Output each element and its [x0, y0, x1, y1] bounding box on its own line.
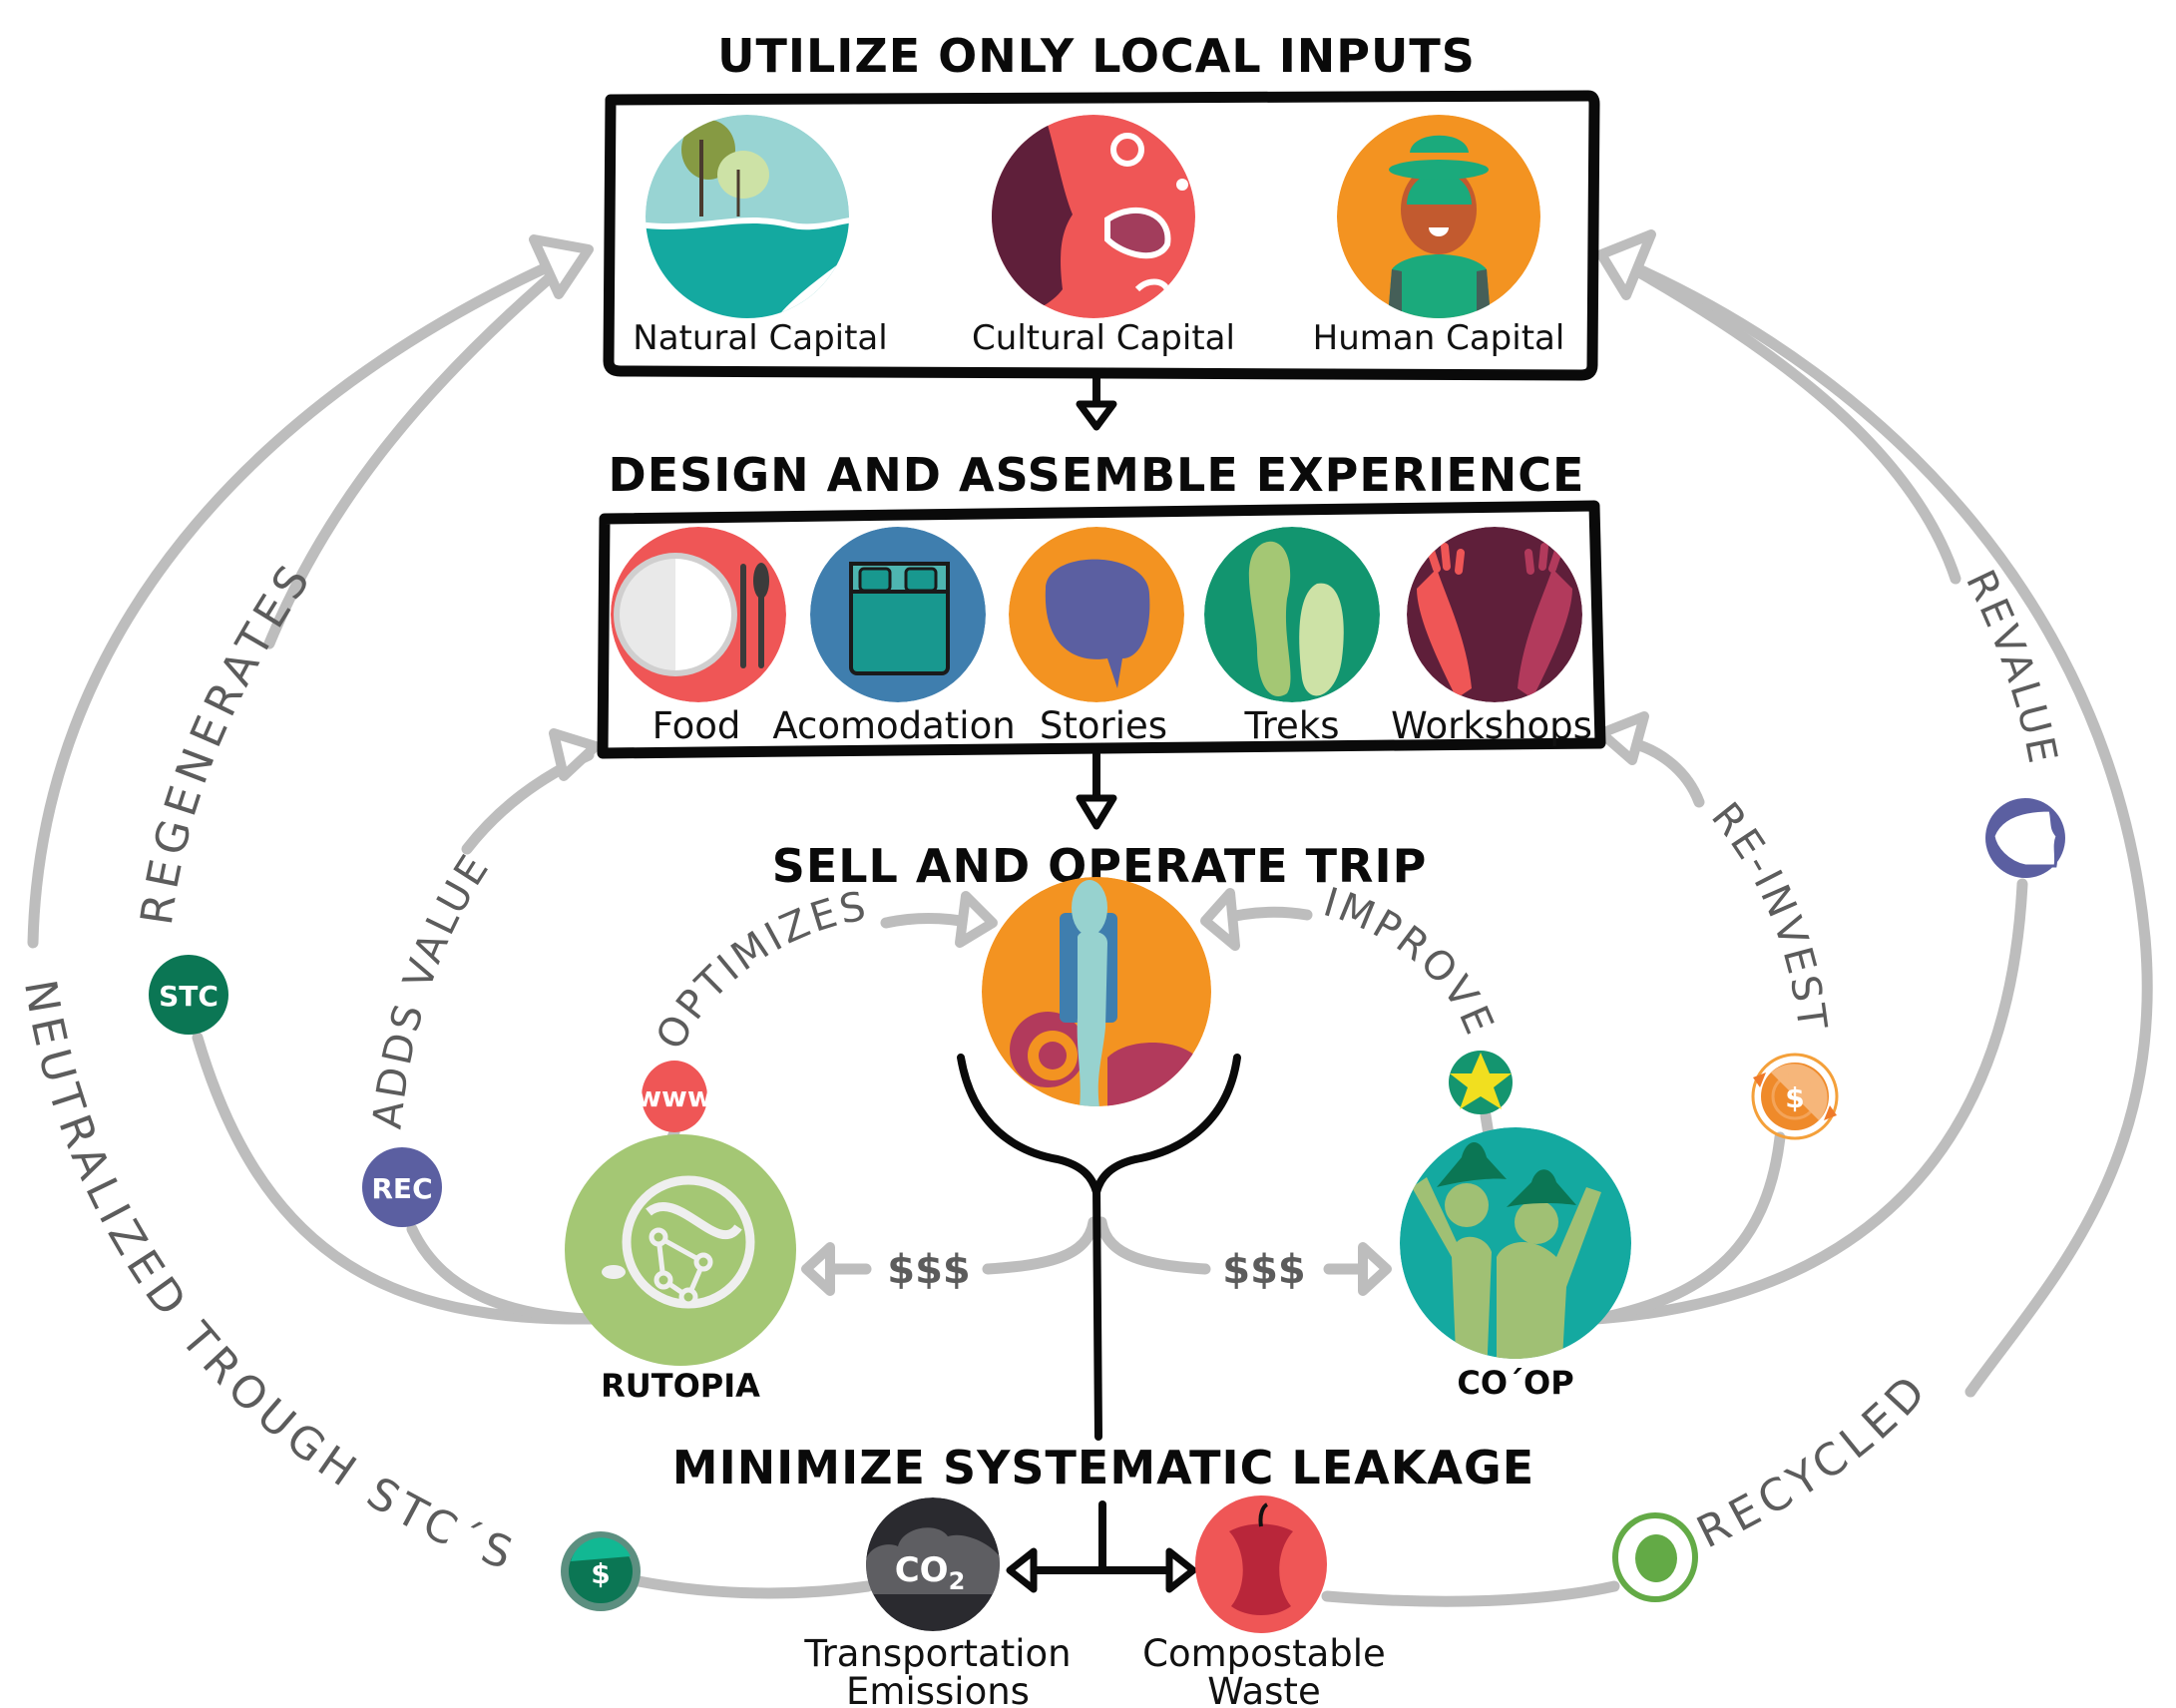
- label-revalue: REVALUE: [1957, 563, 2065, 769]
- label-food: Food: [653, 704, 741, 747]
- arc-revalue-inner: [1610, 253, 1961, 585]
- label-recycled: RECYCLED: [1689, 1363, 1940, 1559]
- reinvest-coin-badge: $: [1751, 1053, 1839, 1140]
- arrow-head-money-left: [801, 1242, 835, 1296]
- arrow-head-adds-value: [549, 728, 601, 781]
- label-emissions: Emissions: [846, 1670, 1030, 1708]
- arc-leakage-left: [633, 1575, 874, 1599]
- arc-revalue-outer: [1610, 253, 2153, 1398]
- coin-dollar-icon: $: [1785, 1081, 1804, 1114]
- star-icon: [1450, 1053, 1512, 1109]
- recycle-icon: [1635, 1534, 1677, 1582]
- label-transportation: Transportation: [803, 1632, 1071, 1675]
- workshops-icon: [1407, 527, 1582, 702]
- rutopia-label: RUTOPIA: [601, 1367, 760, 1405]
- label-human-capital: Human Capital: [1313, 318, 1565, 358]
- www-badge: www: [636, 1061, 713, 1132]
- arrow-right-waste: [1165, 1547, 1197, 1593]
- label-waste: Waste: [1207, 1670, 1320, 1708]
- shield-badge: [1985, 798, 2065, 878]
- coop-label: CO´OP: [1457, 1364, 1573, 1402]
- apple-core-icon: [1195, 1495, 1327, 1633]
- arrow-down-1: [1076, 400, 1117, 431]
- stories-icon: [1009, 527, 1184, 702]
- loop-arcs: [27, 229, 2153, 1607]
- arc-neutralized-outer: [27, 251, 575, 949]
- money-flow-right: $$$: [1222, 1247, 1306, 1293]
- label-re-invest: RE-INVEST: [1702, 794, 1835, 1035]
- arc-coin-to-coop: [1600, 1131, 1786, 1323]
- recycle-badge: [1612, 1512, 1698, 1602]
- arrow-down-2: [1076, 794, 1117, 830]
- coop-entity: CO´OP: [1400, 1127, 1631, 1402]
- label-adds-value: ADDS VALUE: [365, 845, 500, 1131]
- two-people-hats-icon: [1400, 1127, 1631, 1359]
- label-cultural-capital: Cultural Capital: [972, 318, 1235, 358]
- stage-title-minimize-leakage: MINIMIZE SYSTEMATIC LEAKAGE: [672, 1441, 1534, 1494]
- money-flow-left: $$$: [887, 1247, 971, 1293]
- stc-badge: STC: [149, 955, 228, 1035]
- arc-stc-to-rutopia: [192, 1032, 605, 1325]
- food-icon: [611, 527, 786, 702]
- rec-badge-text: REC: [371, 1172, 432, 1205]
- co2-text: CO2: [895, 1550, 966, 1595]
- arrow-head-improve: [1200, 888, 1240, 951]
- flow-left: [982, 1216, 1099, 1275]
- human-capital-icon: [1337, 115, 1540, 318]
- label-optimizes: OPTIMIZES: [648, 883, 872, 1057]
- flow-right: [1095, 1216, 1211, 1275]
- label-treks: Treks: [1243, 704, 1339, 747]
- neutralize-dollar-badge: $: [561, 1531, 641, 1611]
- arc-rec-to-rutopia: [406, 1223, 595, 1325]
- label-compostable: Compostable: [1142, 1632, 1386, 1675]
- traveler-gears-icon: [982, 877, 1211, 1106]
- arrow-head-optimizes: [955, 891, 998, 948]
- co2-cloud-icon: CO2: [866, 1497, 1000, 1631]
- bed-icon: [810, 527, 986, 702]
- www-badge-text: www: [636, 1080, 713, 1113]
- label-stories: Stories: [1040, 704, 1167, 747]
- stage-title-local-inputs: UTILIZE ONLY LOCAL INPUTS: [717, 29, 1476, 83]
- rec-badge: REC: [362, 1147, 442, 1227]
- stage-title-design: DESIGN AND ASSEMBLE EXPERIENCE: [609, 448, 1585, 502]
- label-acomodation: Acomodation: [772, 704, 1015, 747]
- label-improve: IMPROVE: [1318, 879, 1503, 1043]
- arc-regenerates: [263, 251, 580, 649]
- stc-badge-text: STC: [159, 980, 218, 1013]
- rutopia-entity: RUTOPIA: [565, 1134, 796, 1405]
- star-badge: [1449, 1051, 1513, 1114]
- arrow-head-revalue: [1596, 229, 1656, 300]
- dollar-icon: $: [591, 1557, 610, 1590]
- arc-shield-to-coop: [1590, 878, 2028, 1325]
- arrow-head-re-invest: [1596, 711, 1649, 765]
- connector-3: [1092, 1183, 1102, 1441]
- arrow-head-money-right: [1358, 1242, 1392, 1296]
- cultural-capital-icon: [992, 115, 1195, 318]
- arc-leakage-right: [1321, 1580, 1620, 1607]
- label-regenerates: REGENERATES: [132, 552, 323, 928]
- shield-icon: [1991, 808, 2059, 868]
- arrow-left-emissions: [1006, 1547, 1038, 1593]
- label-natural-capital: Natural Capital: [633, 318, 887, 358]
- arrow-head-regenerates: [529, 234, 594, 299]
- label-workshops: Workshops: [1391, 704, 1592, 747]
- treks-icon: [1204, 527, 1380, 702]
